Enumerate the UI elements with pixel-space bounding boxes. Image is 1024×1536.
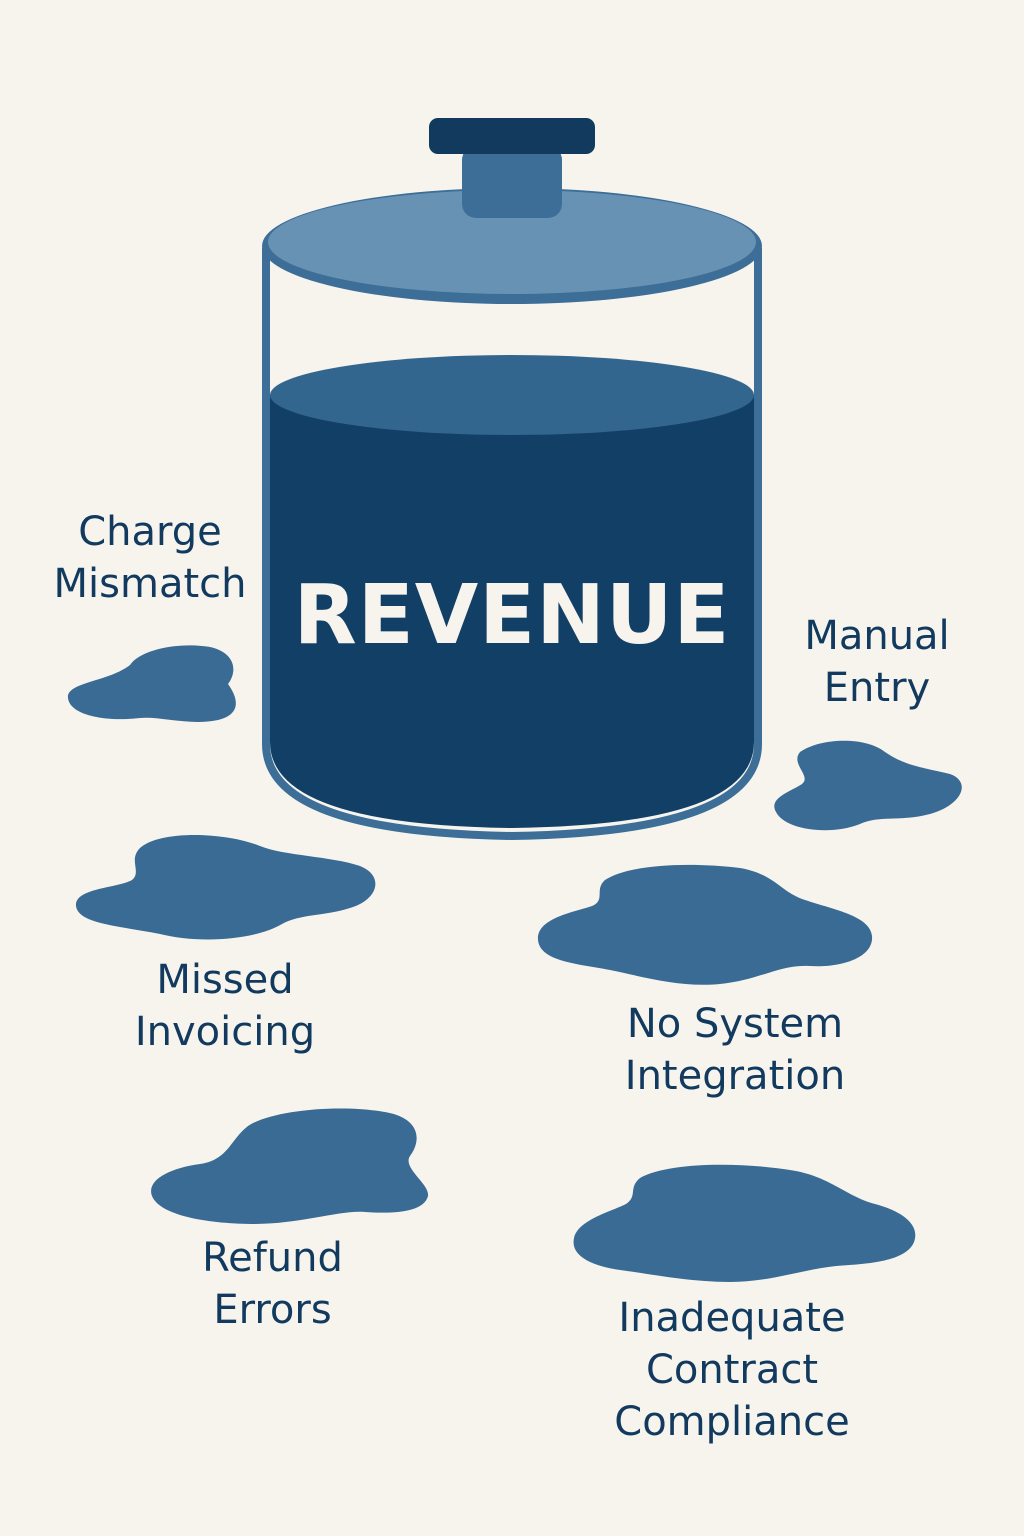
jar-knob-cap xyxy=(429,118,595,154)
leak-label-line: Charge xyxy=(78,509,222,555)
leak-label-inadequate-contract-compliance: Inadequate Contract Compliance xyxy=(582,1292,882,1448)
puddle-icon xyxy=(67,645,236,722)
leak-label-manual-entry: Manual Entry xyxy=(772,610,982,714)
leak-label-line: Mismatch xyxy=(53,561,247,607)
puddle-icon xyxy=(75,835,376,940)
leak-label-line: Manual xyxy=(804,613,950,659)
leak-label-no-system-integration: No System Integration xyxy=(590,998,880,1102)
leak-label-line: Entry xyxy=(823,665,931,711)
leak-label-line: Refund xyxy=(202,1235,343,1281)
leak-label-line: No System xyxy=(626,1001,844,1047)
leak-label-line: Contract xyxy=(645,1347,819,1393)
jar-lid xyxy=(268,190,756,294)
jar-icon xyxy=(262,118,762,840)
leak-label-line: Errors xyxy=(213,1287,332,1333)
jar-knob-neck xyxy=(462,146,562,218)
leak-label-line: Inadequate xyxy=(618,1295,846,1341)
puddle-icon xyxy=(573,1164,916,1282)
leak-label-charge-mismatch: Charge Mismatch xyxy=(40,506,260,610)
jar-glass-outline xyxy=(262,248,762,840)
puddle-icon xyxy=(537,864,873,985)
leak-label-line: Compliance xyxy=(614,1399,850,1445)
leak-label-line: Integration xyxy=(624,1053,846,1099)
puddle-icon xyxy=(774,740,962,831)
leak-label-refund-errors: Refund Errors xyxy=(160,1232,385,1336)
jar-label: REVENUE xyxy=(293,568,731,663)
leak-label-line: Invoicing xyxy=(134,1009,316,1055)
puddle-icon xyxy=(151,1108,429,1224)
leak-label-line: Missed xyxy=(156,957,294,1003)
jar-liquid-surface xyxy=(270,355,754,435)
leak-label-missed-invoicing: Missed Invoicing xyxy=(110,954,340,1058)
jar-liquid xyxy=(270,395,754,828)
